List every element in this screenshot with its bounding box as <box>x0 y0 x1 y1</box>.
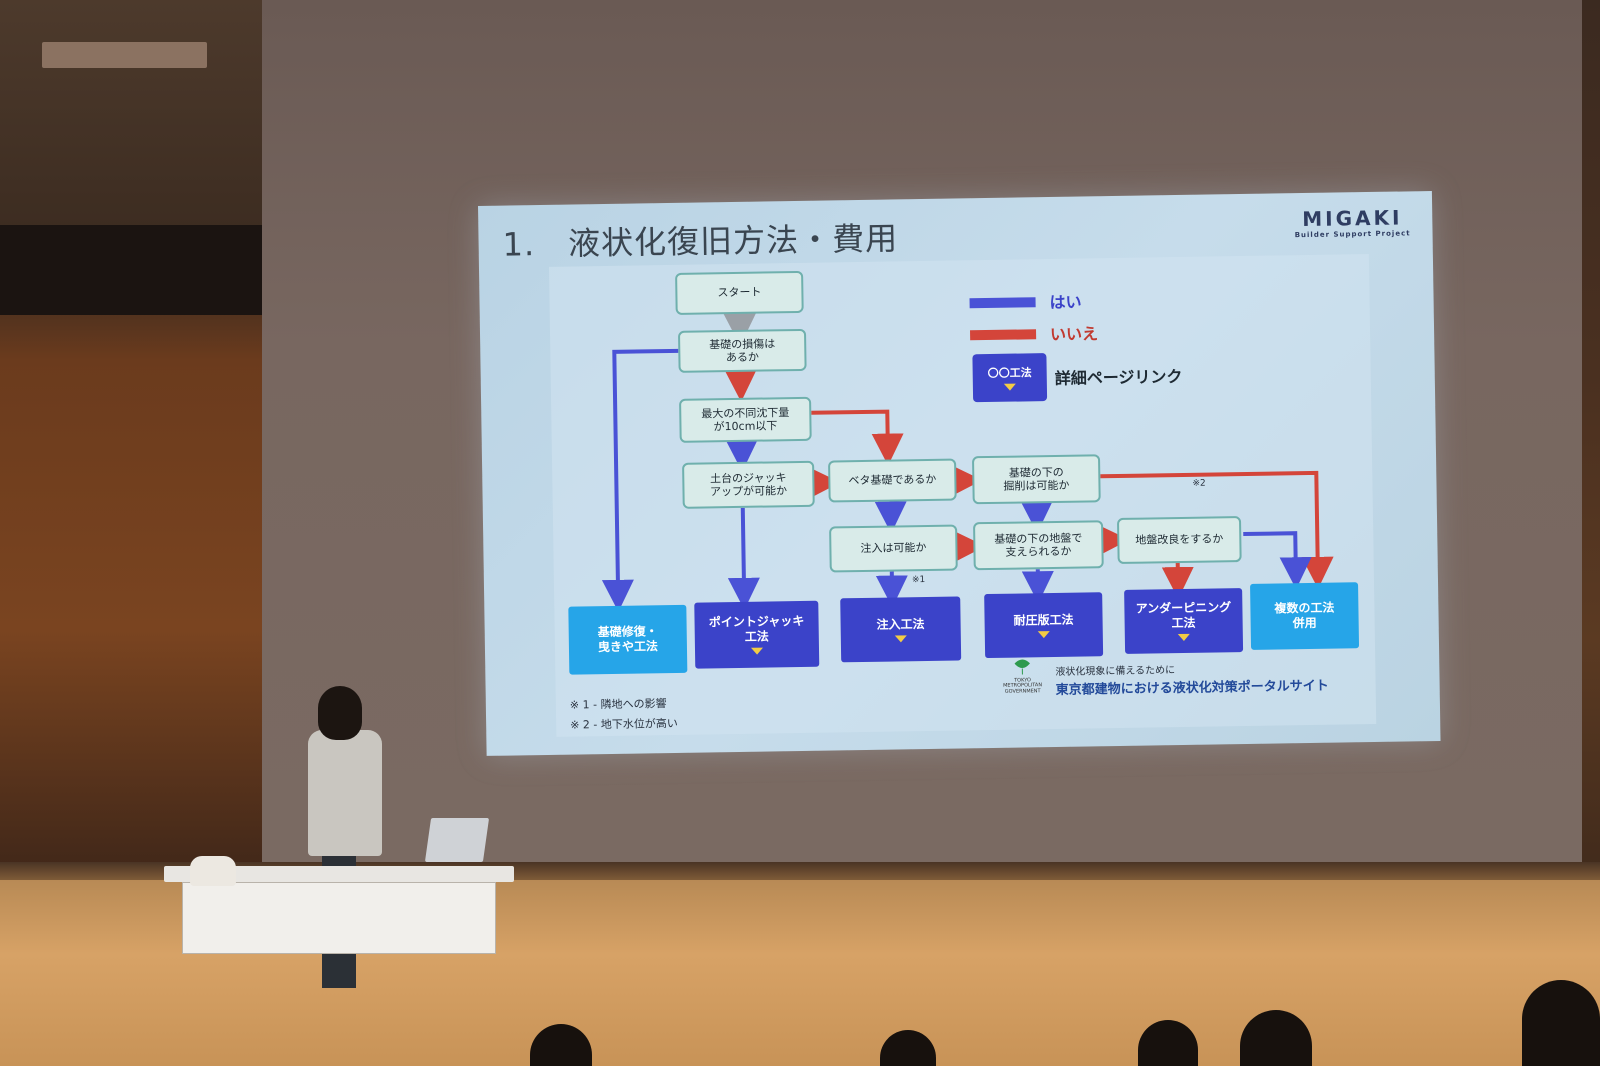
ginkgo-icon <box>1014 659 1030 675</box>
node-inject: 注入は可能か <box>829 524 958 573</box>
arrow-jack-pointjack <box>727 507 760 610</box>
migaki-logo: MIGAKI Builder Support Project <box>1294 205 1411 240</box>
arrow-damage-repair <box>601 348 679 612</box>
legend-no-bar <box>970 329 1037 341</box>
portal-subtitle: 液状化現象に備えるために <box>1055 665 1176 678</box>
logo-sub-text: Builder Support Project <box>1294 229 1411 240</box>
slide-title: 1. 液状化復旧方法・費用 <box>502 219 899 264</box>
legend-no-label: いいえ <box>1049 324 1099 345</box>
legend-yes-label: はい <box>1049 292 1082 313</box>
node-beta: ベタ基礎であるか <box>828 458 957 503</box>
arrow-excavate-combined <box>1100 470 1334 589</box>
result-underpinning[interactable]: アンダーピニング 工法 <box>1124 588 1244 654</box>
legend-yes-bar <box>969 297 1036 309</box>
node-improve: 地盤改良をするか <box>1116 516 1242 564</box>
audience-head <box>530 1024 592 1066</box>
node-damage: 基礎の損傷は あるか <box>677 328 807 373</box>
projected-slide: 1. 液状化復旧方法・費用 MIGAKI Builder Support Pro… <box>478 191 1441 756</box>
arrow-settlement-beta <box>811 409 904 466</box>
tokyo-gov-logo: TOKYO METROPOLITAN GOVERNMENT <box>997 659 1048 695</box>
audience-head <box>1138 1020 1198 1066</box>
node-start: スタート <box>675 270 804 315</box>
mark-1: ※1 <box>911 575 926 586</box>
result-pressure[interactable]: 耐圧版工法 <box>984 592 1104 659</box>
presenter-head <box>318 686 362 740</box>
bag <box>190 856 236 886</box>
tokyo-gov-text: TOKYO METROPOLITAN GOVERNMENT <box>1003 676 1043 695</box>
laptop <box>424 818 490 862</box>
link-triangle-icon <box>1177 633 1190 642</box>
link-triangle-icon <box>1037 630 1050 638</box>
audience-head <box>1522 980 1600 1066</box>
audience-head <box>1240 1010 1312 1066</box>
link-triangle-icon <box>1003 383 1016 391</box>
legend-link-box-label: 〇〇工法 <box>987 366 1032 381</box>
ceiling-beam <box>0 225 270 315</box>
flowchart-panel: スタート 基礎の損傷は あるか 最大の不同沈下量 が10cm以下 土台のジャッキ… <box>548 254 1377 737</box>
result-repair: 基礎修復・ 曳きや工法 <box>568 604 688 675</box>
result-pressure-label: 耐圧版工法 <box>1013 612 1074 628</box>
result-combined-label: 複数の工法 併用 <box>1274 600 1335 631</box>
legend-link-box: 〇〇工法 <box>972 353 1048 403</box>
node-settlement: 最大の不同沈下量 が10cm以下 <box>679 396 812 443</box>
logo-main-text: MIGAKI <box>1302 205 1403 232</box>
result-point-jack[interactable]: ポイントジャッキ 工法 <box>694 600 820 669</box>
arrow-improve-combined <box>1243 531 1312 590</box>
result-injection[interactable]: 注入工法 <box>840 596 962 663</box>
link-triangle-icon <box>750 647 764 655</box>
result-repair-label: 基礎修復・ 曳きや工法 <box>597 624 659 655</box>
result-point-jack-label: ポイントジャッキ 工法 <box>708 613 805 644</box>
link-triangle-icon <box>894 634 907 643</box>
legend-link-label: 詳細ページリンク <box>1054 366 1183 388</box>
flowchart-arrows <box>601 305 1334 612</box>
node-excavate: 基礎の下の 掘削は可能か <box>971 454 1101 505</box>
left-wall <box>0 0 270 900</box>
desk-front <box>182 882 496 954</box>
result-underpinning-label: アンダーピニング 工法 <box>1135 600 1232 631</box>
desk-top <box>164 866 514 882</box>
result-combined: 複数の工法 併用 <box>1250 582 1360 650</box>
footnote-1: ※ 1 - 隣地への影響 <box>569 697 667 712</box>
node-jack: 土台のジャッキ アップが可能か <box>682 460 815 509</box>
presenter-body <box>308 730 382 856</box>
ceiling-light <box>42 42 207 68</box>
footnote-2: ※ 2 - 地下水位が高い <box>570 716 678 732</box>
result-injection-label: 注入工法 <box>876 616 925 632</box>
mark-2: ※2 <box>1192 478 1206 489</box>
node-support: 基礎の下の地盤で 支えられるか <box>973 520 1104 571</box>
